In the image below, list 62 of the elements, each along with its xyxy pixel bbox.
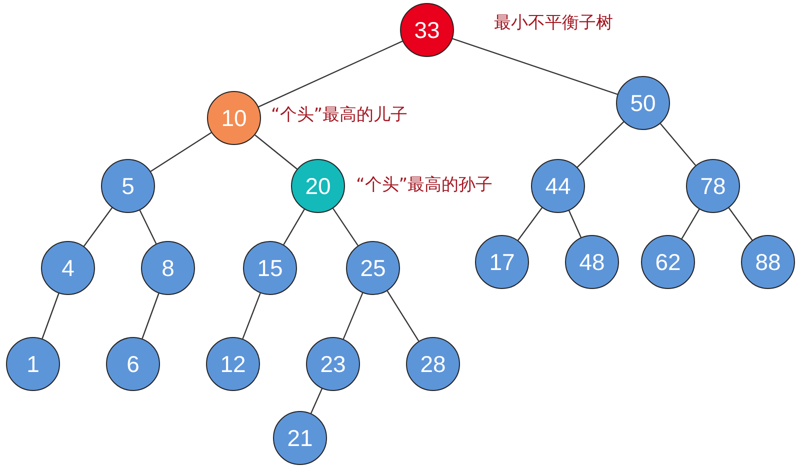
- node-value: 25: [360, 256, 386, 280]
- tree-node-circle: [531, 159, 585, 213]
- node-value: 78: [700, 174, 726, 198]
- tree-node-circle: [6, 337, 60, 391]
- tree-node-circle: [406, 337, 460, 391]
- tree-edge: [728, 208, 753, 240]
- tree-edge: [660, 123, 696, 166]
- node-value: 62: [655, 250, 681, 274]
- node-value: 12: [220, 352, 246, 376]
- annotation-text: “个头”最高的儿子: [271, 105, 408, 126]
- tree-node-circle: [616, 76, 670, 130]
- tree-edge: [681, 208, 700, 240]
- tree-edge: [258, 40, 403, 108]
- tree-node-circle: [306, 337, 360, 391]
- node-value: 33: [414, 18, 440, 42]
- node-value: 10: [221, 106, 247, 130]
- tree-edge: [242, 292, 261, 340]
- node-value: 15: [257, 256, 283, 280]
- tree-node-circle: [346, 241, 400, 295]
- tree-edge: [576, 121, 624, 168]
- node-value: 4: [62, 256, 74, 280]
- node-value: 1: [26, 352, 40, 376]
- tree-edge: [142, 293, 160, 339]
- node-value: 21: [287, 426, 313, 450]
- node-value: 23: [320, 352, 346, 376]
- tree-node-circle: [101, 159, 155, 213]
- tree-node-circle: [741, 235, 795, 289]
- node-value: 5: [122, 174, 134, 198]
- tree-edge: [342, 292, 364, 340]
- tree-node-circle: [565, 235, 619, 289]
- tree-edge: [83, 207, 113, 247]
- node-value: 50: [630, 92, 656, 114]
- tree-edge: [254, 134, 298, 170]
- tree-edge: [332, 208, 358, 246]
- tree-edge: [42, 293, 60, 339]
- tree-edge: [150, 132, 212, 172]
- tree-edge: [283, 209, 305, 245]
- node-value: 8: [162, 256, 174, 280]
- annotation-text: “个头”最高的孙子: [356, 175, 493, 196]
- tree-edge: [568, 210, 582, 238]
- node-value: 20: [305, 174, 331, 198]
- node-value: 6: [126, 352, 140, 376]
- node-value: 88: [755, 250, 781, 274]
- tree-edge: [386, 290, 420, 342]
- tree-node-circle: [206, 337, 260, 391]
- tree-edge: [518, 207, 542, 241]
- tree-node-circle: [273, 411, 327, 465]
- tree-node-circle: [686, 159, 740, 213]
- node-value: 28: [420, 352, 446, 376]
- tree-edge: [139, 210, 157, 244]
- tree-node-circle: [641, 235, 695, 289]
- node-value: 44: [545, 174, 571, 198]
- tree-node-circle: [41, 241, 95, 295]
- tree-edge: [310, 388, 323, 414]
- annotation-text: 最小不平衡子树: [494, 13, 613, 34]
- node-value: 17: [489, 250, 515, 274]
- tree-node-circle: [475, 235, 529, 289]
- tree-node-circle: [243, 241, 297, 295]
- tree-node-circle: [106, 337, 160, 391]
- node-value: 48: [579, 250, 605, 274]
- tree-edge: [452, 38, 618, 95]
- tree-node-circle: [141, 241, 195, 295]
